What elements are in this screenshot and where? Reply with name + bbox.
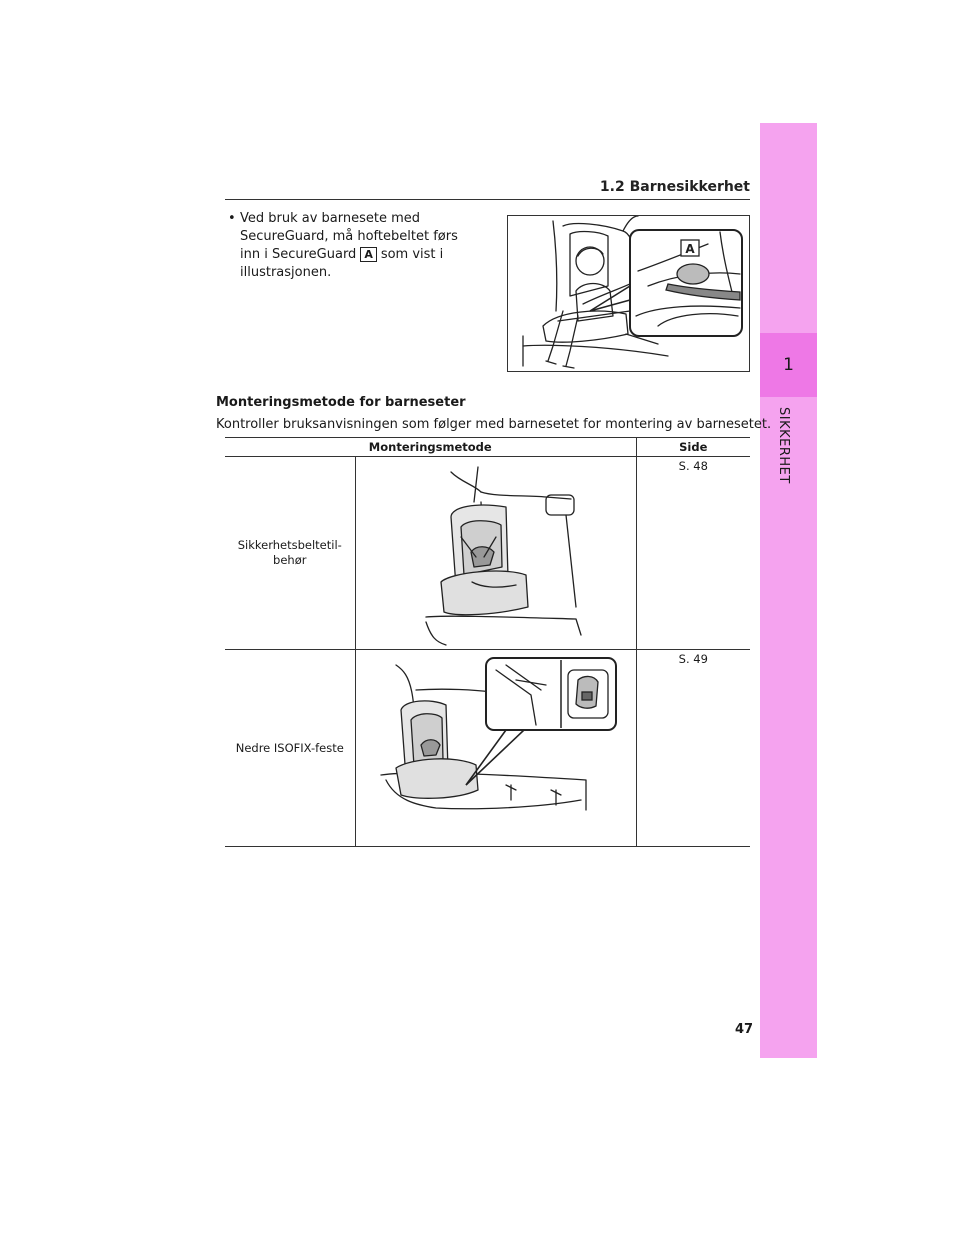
seatbelt-mount-drawing <box>424 466 582 646</box>
bullet-text-after: som vist i illustrasjonen. <box>240 247 444 280</box>
child-booster-seat-drawing: A <box>522 216 743 369</box>
label-a-box: A <box>360 247 377 262</box>
bullet-text-before: Ved bruk av barnesete med SecureGuard, m… <box>240 211 458 262</box>
bullet-text: Ved bruk av barnesete med SecureGuard, m… <box>228 210 478 282</box>
bullet-symbol: • <box>228 211 236 226</box>
method-seatbelt-label: Sikkerhetsbeltetil- behør <box>237 538 342 567</box>
page-ref-seatbelt: S. 48 <box>635 456 750 650</box>
mounting-intro: Kontroller bruksanvisningen som følger m… <box>216 417 772 432</box>
secureguard-illustration: A <box>507 215 750 372</box>
method-isofix-label: Nedre ISOFIX-feste <box>235 740 344 755</box>
bullet-note: • Ved bruk av barnesete med SecureGuard,… <box>228 210 478 282</box>
method-cell: Nedre ISOFIX-feste <box>225 649 356 847</box>
mounting-heading: Monteringsmetode for barneseter <box>216 395 466 410</box>
illustration-cell <box>354 456 637 650</box>
table-header-row: Monteringsmetode Side <box>225 437 750 457</box>
header-method: Monteringsmetode <box>225 437 637 457</box>
chapter-number: 1 <box>760 333 817 397</box>
header-page: Side <box>635 437 750 457</box>
chapter-side-tab <box>760 123 817 1058</box>
section-divider <box>225 199 750 200</box>
method-cell: Sikkerhetsbeltetil- behør <box>225 456 356 650</box>
isofix-mount-drawing <box>379 657 617 811</box>
illustration-cell <box>354 649 637 847</box>
section-title: 1.2 Barnesikkerhet <box>599 179 750 195</box>
table-row: Nedre ISOFIX-feste <box>225 649 750 847</box>
page-ref-isofix: S. 49 <box>635 649 750 847</box>
page-number: 47 <box>735 1022 754 1037</box>
chapter-label: SIKKERHET <box>776 407 791 484</box>
table-row: Sikkerhetsbeltetil- behør <box>225 456 750 650</box>
mounting-methods-table: Monteringsmetode Side Sikkerhetsbeltetil… <box>225 437 750 847</box>
callout-a-label: A <box>685 242 695 256</box>
